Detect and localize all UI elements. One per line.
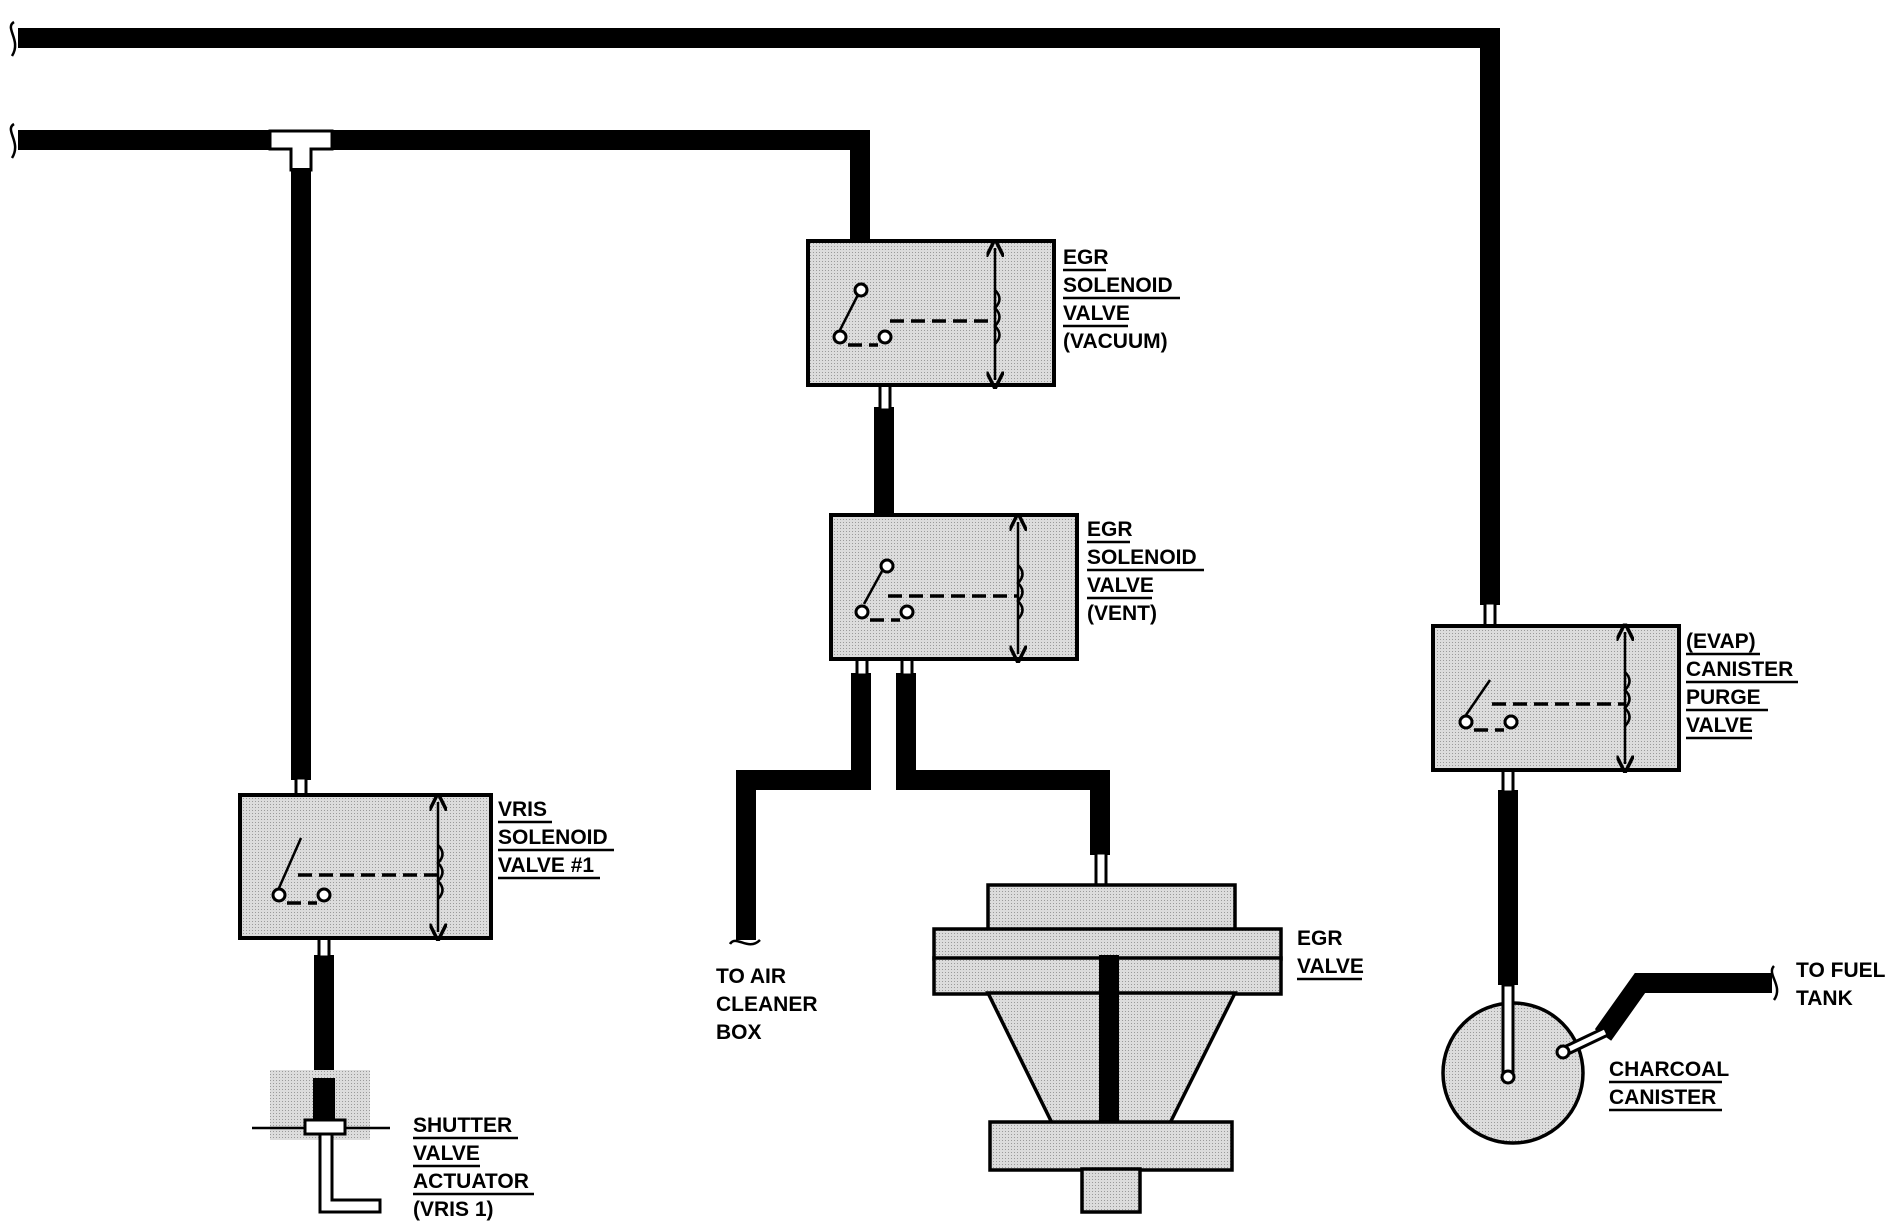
underlines-shutter bbox=[413, 1136, 534, 1196]
shutter-valve-actuator bbox=[252, 1070, 390, 1214]
underlines-vris bbox=[498, 820, 614, 880]
label-evap-canister-purge-valve: (EVAP) CANISTER PURGE VALVE bbox=[1686, 630, 1799, 737]
label-egr-solenoid-vacuum: EGR SOLENOID VALVE (VACUUM) bbox=[1063, 246, 1179, 353]
hose-break-mark bbox=[728, 939, 761, 946]
egr-valve-flange bbox=[932, 927, 1283, 961]
label-charcoal-canister: CHARCOAL CANISTER bbox=[1609, 1058, 1735, 1109]
underlines-egr-vacuum bbox=[1063, 268, 1180, 328]
label-egr-solenoid-vent: EGR SOLENOID VALVE (VENT) bbox=[1087, 518, 1203, 625]
hose-break-mark bbox=[1770, 965, 1779, 1001]
egr-valve-outlet bbox=[1080, 1167, 1142, 1214]
hose-break-mark bbox=[9, 122, 17, 159]
egr-valve-assembly bbox=[932, 883, 1283, 1214]
underlines-charcoal bbox=[1609, 1080, 1722, 1112]
charcoal-canister bbox=[1441, 983, 1608, 1145]
label-vris-solenoid-valve: VRIS SOLENOID VALVE #1 bbox=[498, 798, 614, 877]
vris-solenoid-valve-1 bbox=[238, 793, 493, 938]
underlines-egr-vent bbox=[1087, 540, 1204, 600]
actuator-rod bbox=[318, 1132, 382, 1214]
actuator-hose-stub bbox=[313, 1078, 335, 1122]
egr-solenoid-valve-vent bbox=[829, 513, 1079, 659]
label-to-air-cleaner-box: TO AIR CLEANER BOX bbox=[716, 965, 823, 1044]
labels: EGR SOLENOID VALVE (VACUUM) EGR SOLENOID… bbox=[413, 246, 1891, 1221]
egr-valve-cap bbox=[986, 883, 1237, 932]
evap-canister-purge-valve bbox=[1431, 626, 1681, 770]
label-to-fuel-tank: TO FUEL TANK bbox=[1796, 959, 1891, 1010]
egr-valve-base bbox=[988, 1120, 1234, 1172]
canister-inlet-tube bbox=[1501, 983, 1515, 1077]
hose-intake-to-egr-vacuum bbox=[332, 130, 870, 240]
hose-egr-vent-to-air-cleaner bbox=[736, 673, 871, 940]
hose-canister-to-fuel-tank bbox=[1594, 973, 1772, 1041]
hose-egr-vent-to-egr-valve bbox=[896, 673, 1110, 855]
hose-break-mark bbox=[9, 20, 17, 57]
vacuum-hoses bbox=[9, 20, 1779, 1075]
label-shutter-valve-actuator: SHUTTER VALVE ACTUATOR (VRIS 1) bbox=[413, 1114, 535, 1221]
tee-fitting bbox=[268, 129, 334, 172]
underlines-evap bbox=[1686, 652, 1798, 740]
egr-solenoid-valve-vacuum bbox=[806, 239, 1056, 385]
hose-top-to-evap-purge bbox=[18, 28, 1500, 605]
egr-valve-stem bbox=[1099, 955, 1119, 1123]
label-egr-valve: EGR VALVE bbox=[1297, 927, 1364, 978]
actuator-plate bbox=[303, 1118, 347, 1136]
